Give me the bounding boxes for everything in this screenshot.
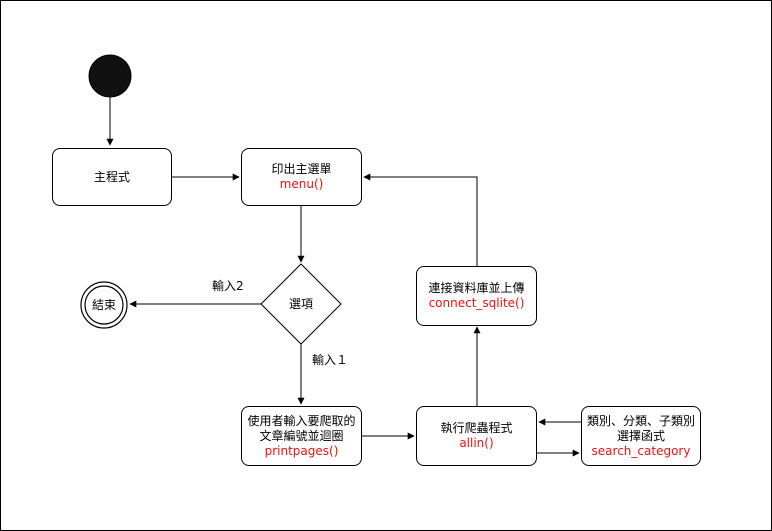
edge-label-input2: 輸入2 [212, 279, 244, 293]
category-title-line2: 選擇函式 [616, 428, 665, 443]
menu-function: menu() [279, 177, 324, 191]
start-node [88, 54, 132, 98]
upload-function: connect_sqlite() [428, 296, 525, 310]
choice-label: 選項 [288, 297, 313, 311]
edge-upload-to-menu [363, 173, 478, 266]
main-program-node: 主程式 [52, 148, 172, 206]
menu-node: 印出主選單 menu() [241, 148, 362, 206]
printpages-function: printpages() [264, 443, 339, 458]
printpages-node: 使用者輸入要爬取的 文章編號並迴圈 printpages() [241, 406, 362, 466]
crawler-node: 執行爬蟲程式 allin() [416, 406, 537, 466]
crawler-title: 執行爬蟲程式 [440, 421, 513, 435]
category-function: search_category [591, 443, 691, 458]
printpages-title-line2: 文章編號並迴圈 [259, 428, 344, 443]
edge-label-input1: 輸入１ [312, 353, 349, 367]
end-node-inner-ring [84, 285, 124, 325]
upload-node: 連接資料庫並上傳 connect_sqlite() [416, 266, 537, 326]
category-node: 類別、分類、子類別 選擇函式 search_category [581, 406, 701, 466]
menu-title: 印出主選單 [271, 162, 332, 176]
printpages-title-line1: 使用者輸入要爬取的 [247, 413, 356, 428]
category-title-line1: 類別、分類、子類別 [586, 413, 695, 428]
upload-title: 連接資料庫並上傳 [428, 281, 525, 295]
crawler-function: allin() [459, 436, 494, 450]
end-label: 結束 [91, 298, 116, 312]
main-program-title: 主程式 [93, 169, 130, 184]
